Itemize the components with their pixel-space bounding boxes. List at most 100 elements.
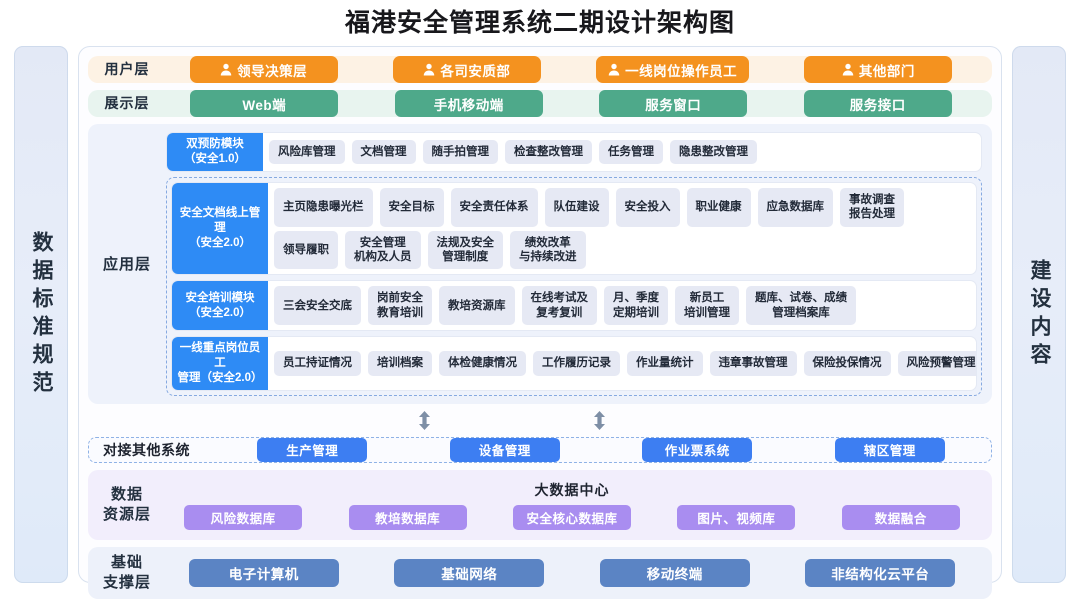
person-icon [220,63,232,76]
external-systems-items: 生产管理 设备管理 作业票系统 辖区管理 [221,437,981,462]
application-feature-chip[interactable]: 风险库管理 [269,139,345,165]
presentation-layer-item[interactable]: 手机移动端 [394,90,543,117]
presentation-layer-item[interactable]: 服务窗口 [599,90,748,117]
application-module-row: 主页隐患曝光栏安全目标安全责任体系队伍建设安全投入职业健康应急数据库事故调查 报… [274,187,970,227]
data-resource-item[interactable]: 数据融合 [841,504,960,530]
application-feature-chip[interactable]: 检查整改管理 [505,139,592,165]
application-feature-chip[interactable]: 事故调查 报告处理 [840,187,904,227]
external-systems-label: 对接其他系统 [103,441,190,458]
application-feature-chip[interactable]: 主页隐患曝光栏 [274,187,373,227]
infrastructure-layer-items: 电子计算机 基础网络 移动终端 非结构化云平台 [166,558,992,587]
external-system-button[interactable]: 设备管理 [449,437,560,462]
application-module: 双预防模块 （安全1.0）风险库管理文档管理随手拍管理检查整改管理任务管理隐患整… [166,132,982,172]
application-module: 安全培训模块 （安全2.0）三会安全交底岗前安全 教育培训教培资源库在线考试及 … [171,280,977,332]
application-feature-chip[interactable]: 隐患整改管理 [670,139,757,165]
application-module-title[interactable]: 一线重点岗位员工 管理（安全2.0） [172,337,268,390]
user-layer-label: 用户层 [104,60,150,77]
person-icon [608,63,620,76]
application-module-body: 主页隐患曝光栏安全目标安全责任体系队伍建设安全投入职业健康应急数据库事故调查 报… [268,183,976,275]
application-module-body: 风险库管理文档管理随手拍管理检查整改管理任务管理隐患整改管理 [263,133,981,171]
application-feature-chip[interactable]: 作业量统计 [627,351,703,376]
application-module-row: 风险库管理文档管理随手拍管理检查整改管理任务管理隐患整改管理 [269,139,975,165]
user-layer-item[interactable]: 各司安质部 [392,56,541,83]
user-layer-item-label: 一线岗位操作员工 [625,63,738,79]
person-icon [842,63,854,76]
application-feature-chip[interactable]: 题库、试卷、成绩 管理档案库 [746,286,856,326]
infrastructure-item[interactable]: 移动终端 [599,558,750,587]
application-module: 安全文档线上管理 （安全2.0）主页隐患曝光栏安全目标安全责任体系队伍建设安全投… [171,181,977,276]
application-feature-chip[interactable]: 随手拍管理 [422,139,498,165]
data-resource-content: 大数据中心 风险数据库 教培数据库 安全核心数据库 图片、视频库 数据融合 [166,480,992,530]
user-layer-item[interactable]: 一线岗位操作员工 [596,56,750,83]
application-feature-chip[interactable]: 月、季度 定期培训 [604,286,668,326]
right-side-panel-label: 建设内容 [1028,258,1051,371]
application-feature-chip[interactable]: 任务管理 [599,139,663,165]
double-arrow-right-icon [593,410,606,430]
application-feature-chip[interactable]: 文档管理 [351,139,416,165]
application-feature-chip[interactable]: 安全责任体系 [450,187,538,227]
user-layer-item-label: 领导决策层 [237,63,308,79]
infrastructure-item[interactable]: 电子计算机 [188,558,339,587]
data-resource-items: 风险数据库 教培数据库 安全核心数据库 图片、视频库 数据融合 [166,504,978,530]
application-module-row: 领导履职安全管理 机构及人员法规及安全 管理制度绩效改革 与持续改进 [274,230,970,270]
application-feature-chip[interactable]: 领导履职 [274,230,338,270]
user-layer-item[interactable]: 其他部门 [804,56,953,83]
application-feature-chip[interactable]: 应急数据库 [757,187,833,227]
application-module-title[interactable]: 双预防模块 （安全1.0） [167,133,263,171]
application-feature-chip[interactable]: 保险投保情况 [803,351,891,376]
data-resource-item[interactable]: 教培数据库 [348,504,467,530]
application-feature-chip[interactable]: 培训档案 [368,351,432,376]
application-module: 一线重点岗位员工 管理（安全2.0）员工持证情况培训档案体检健康情况工作履历记录… [171,336,977,391]
presentation-layer-items: Web端 手机移动端 服务窗口 服务接口 [166,90,992,117]
user-layer-items: 领导决策层 各司安质部 一线岗位操作员工 其他部门 [166,56,992,83]
application-feature-chip[interactable]: 违章事故管理 [709,351,797,376]
presentation-layer-item[interactable]: Web端 [190,90,339,117]
data-resource-item[interactable]: 风险数据库 [184,504,303,530]
application-feature-chip[interactable]: 岗前安全 教育培训 [368,286,432,326]
application-feature-chip[interactable]: 安全目标 [379,187,444,227]
application-module-title[interactable]: 安全文档线上管理 （安全2.0） [172,182,268,275]
application-feature-chip[interactable]: 绩效改革 与持续改进 [510,230,586,270]
application-layer-label: 应用层 [102,256,151,274]
application-module-body: 员工持证情况培训档案体检健康情况工作履历记录作业量统计违章事故管理保险投保情况风… [268,337,976,390]
application-feature-chip[interactable]: 队伍建设 [544,187,609,227]
application-feature-chip[interactable]: 职业健康 [686,187,751,227]
double-arrow-left-icon [418,410,431,430]
external-system-button[interactable]: 辖区管理 [834,437,945,462]
application-feature-chip[interactable]: 风险预警管理 [897,351,976,376]
diagram-body: 数据标准规范 用户层 领导决策层各司安质部一线岗位操作员工其他部门 展示层 We… [0,40,1080,599]
application-modules: 双预防模块 （安全1.0）风险库管理文档管理随手拍管理检查整改管理任务管理隐患整… [166,132,992,396]
left-side-panel: 数据标准规范 [14,46,68,583]
application-feature-chip[interactable]: 员工持证情况 [274,351,361,376]
application-feature-chip[interactable]: 三会安全交底 [274,286,361,326]
application-feature-chip[interactable]: 法规及安全 管理制度 [427,230,503,270]
infrastructure-layer-label: 基础 支撑层 [102,554,151,591]
application-feature-chip[interactable]: 安全管理 机构及人员 [345,230,421,270]
application-feature-chip[interactable]: 工作履历记录 [533,351,620,376]
infrastructure-item[interactable]: 非结构化云平台 [805,558,956,587]
infrastructure-item[interactable]: 基础网络 [394,558,545,587]
big-data-center-title: 大数据中心 [534,481,610,498]
application-feature-chip[interactable]: 新员工 培训管理 [675,286,739,326]
connector-arrows [88,410,992,430]
presentation-layer: 展示层 Web端手机移动端服务窗口服务接口 [88,90,992,117]
application-module-title[interactable]: 安全培训模块 （安全2.0） [172,281,268,331]
application-module-row: 三会安全交底岗前安全 教育培训教培资源库在线考试及 复考复训月、季度 定期培训新… [274,286,970,326]
user-layer-item-label: 各司安质部 [440,63,511,79]
user-layer-item-label: 其他部门 [858,63,915,79]
external-system-button[interactable]: 生产管理 [257,437,368,462]
external-system-button[interactable]: 作业票系统 [642,437,753,462]
presentation-layer-item[interactable]: 服务接口 [803,90,952,117]
external-systems-row: 对接其他系统 生产管理 设备管理 作业票系统 辖区管理 [88,436,992,463]
person-icon [423,63,435,76]
right-side-panel: 建设内容 [1012,46,1066,583]
application-feature-chip[interactable]: 安全投入 [615,187,680,227]
user-layer-item[interactable]: 领导决策层 [189,56,338,83]
data-resource-item[interactable]: 图片、视频库 [677,504,796,530]
application-feature-chip[interactable]: 体检健康情况 [439,351,526,376]
page-title: 福港安全管理系统二期设计架构图 [344,9,735,37]
data-resource-item[interactable]: 安全核心数据库 [512,504,631,530]
application-feature-chip[interactable]: 在线考试及 复考复训 [521,286,597,326]
application-feature-chip[interactable]: 教培资源库 [439,286,515,326]
